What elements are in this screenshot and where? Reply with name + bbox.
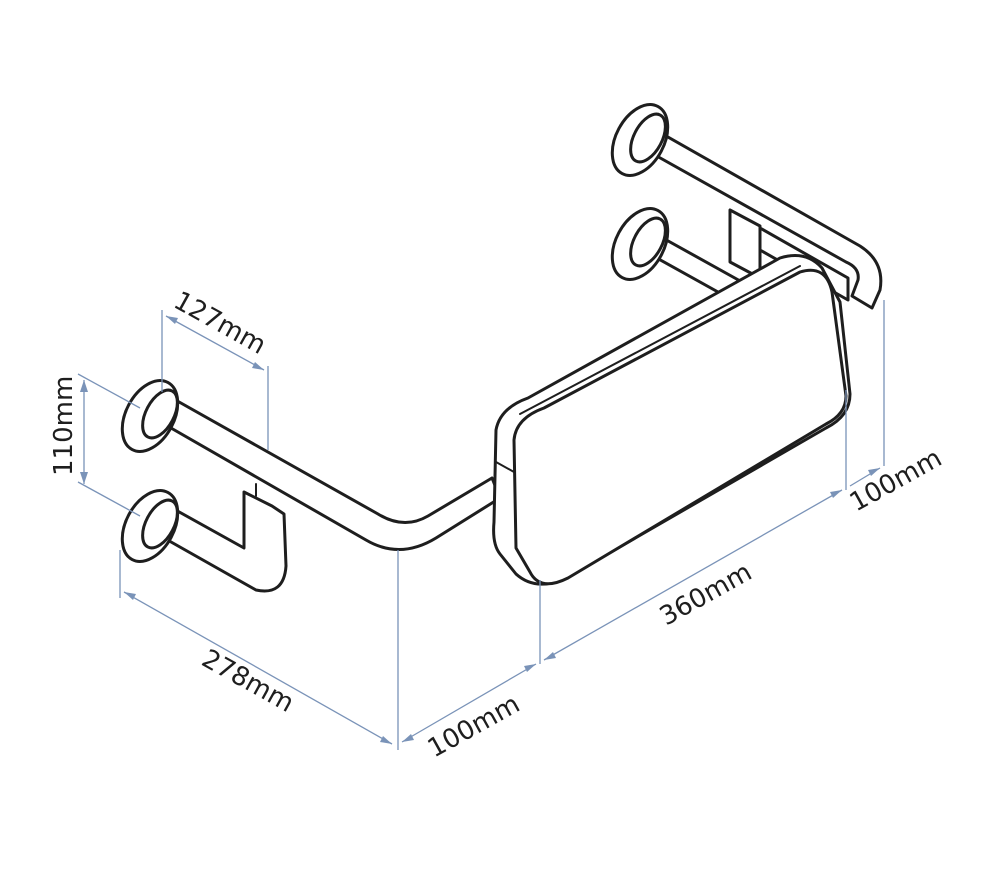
back-upper-tube — [644, 126, 883, 310]
dim-100f-line — [401, 663, 537, 743]
pad-side-line — [495, 461, 515, 473]
front-wall-bracket — [120, 379, 288, 593]
back-post — [728, 208, 762, 280]
backrest-pad — [492, 254, 852, 586]
dim-278-arrow-left — [124, 592, 136, 600]
back-lower-rosette-inner — [629, 216, 667, 268]
dim-360-arrow-right — [830, 490, 842, 498]
dim-100f-arrow-right — [524, 664, 536, 672]
dim-127-arrow-left — [166, 316, 178, 324]
dim-278-arrow-right — [380, 736, 392, 744]
back-wall-bracket — [610, 103, 883, 310]
dimension-lines — [77, 300, 885, 750]
front-upper-rosette-inner — [141, 388, 179, 440]
front-lower-tube — [162, 490, 288, 593]
dim-100f-arrow-left — [402, 734, 414, 742]
dim-110-arrow-top — [80, 380, 88, 392]
dim-360-arrow-left — [544, 652, 556, 660]
dim-278-line — [123, 591, 393, 745]
dim-110-arrow-bottom — [80, 472, 88, 484]
label-bracket-spacing: 127mm — [169, 286, 271, 361]
dim-127-line — [165, 315, 265, 371]
front-upper-tube — [162, 396, 502, 551]
dim-110-ext-top — [77, 373, 141, 409]
dim-360-line — [543, 489, 843, 661]
back-upper-rosette-inner — [629, 112, 667, 164]
label-bracket-height: 110mm — [49, 376, 79, 476]
pad-edge-line — [519, 265, 801, 415]
front-lower-rosette-inner — [141, 498, 179, 550]
label-offset-back: 100mm — [845, 443, 947, 518]
dim-127-arrow-right — [252, 362, 264, 370]
main-rail — [162, 396, 502, 551]
label-arm-length: 278mm — [197, 644, 299, 719]
label-pad-length: 360mm — [655, 557, 757, 632]
dim-100b-arrow — [868, 468, 880, 476]
dim-110-ext-bottom — [77, 481, 141, 517]
